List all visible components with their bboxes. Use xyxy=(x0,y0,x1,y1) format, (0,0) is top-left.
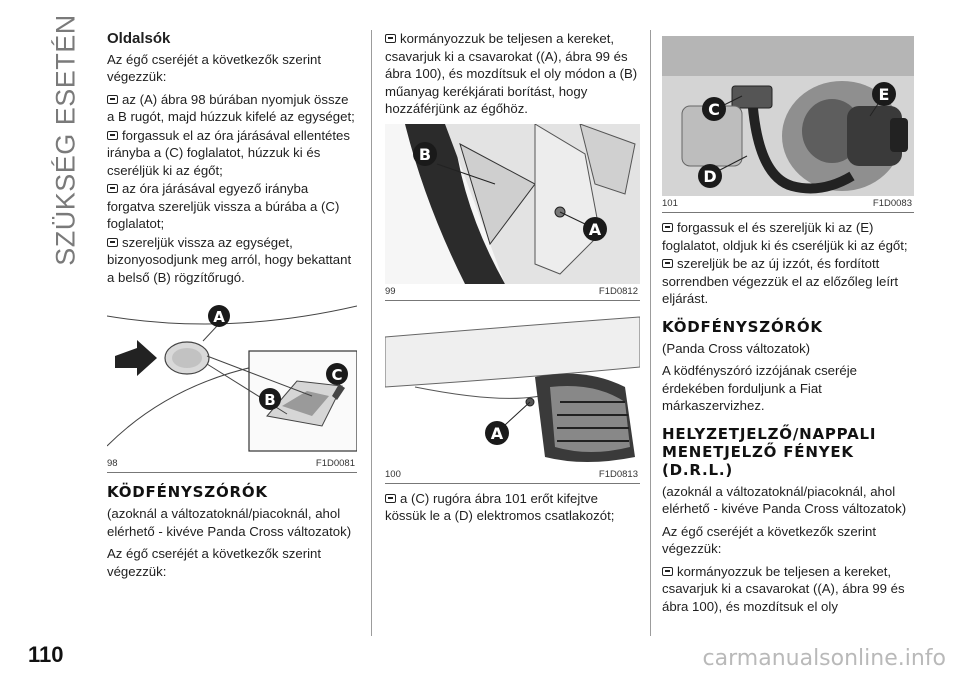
arrow-bullet-icon xyxy=(107,130,118,140)
arrow-bullet-icon xyxy=(662,566,673,576)
procedure-intro: Az égő cseréjét a következők szerint vég… xyxy=(662,523,877,557)
column-2: kormányozzuk be teljesen a kereket, csav… xyxy=(385,30,640,526)
column-1: Oldalsók Az égő cseréjét a következők sz… xyxy=(107,30,357,585)
arrow-bullet-icon xyxy=(107,237,118,247)
fog-light-connector-illustration: C E D xyxy=(662,36,914,196)
figure-caption: 100 F1D0813 xyxy=(385,467,640,483)
figure-101: C E D 101 F1D0083 xyxy=(662,36,914,213)
side-title-text: SZÜKSÉG ESETÉN xyxy=(50,14,81,266)
arrow-bullet-icon xyxy=(107,94,118,104)
list-item: forgassuk el és szereljük ki az (E) fogl… xyxy=(662,220,908,253)
wheel-arch-illustration: B A xyxy=(385,123,640,284)
arrow-bullet-icon xyxy=(385,493,396,503)
figure-number: 100 xyxy=(385,468,401,480)
list-item: szereljük vissza az egységet, bizonyosod… xyxy=(107,234,352,285)
side-section-title: SZÜKSÉG ESETÉN xyxy=(42,14,90,266)
label-b-badge xyxy=(259,388,281,410)
svg-text:C: C xyxy=(331,366,342,384)
side-light-illustration: A B C xyxy=(107,305,357,452)
arrow-bullet-icon xyxy=(107,184,118,193)
figure-number: 101 xyxy=(662,198,678,209)
svg-text:B: B xyxy=(264,391,275,409)
section-heading-drl: HELYZETJELZŐ/NAPPALI MENETJELZŐ FÉNYEK (… xyxy=(662,424,877,479)
subheading-oldalsok: Oldalsók xyxy=(107,30,171,47)
label-e-badge xyxy=(872,82,896,106)
column-divider-2 xyxy=(650,30,651,636)
label-a-badge xyxy=(485,420,509,445)
list-item: kormányozzuk be teljesen a kereket, csav… xyxy=(662,563,905,614)
figure-code: F1D0081 xyxy=(315,458,355,469)
availability-note: (azoknál a változatoknál/piacoknál, ahol… xyxy=(107,506,352,539)
dealer-note: A ködfényszóró izzójának cseréje érdekéb… xyxy=(662,363,857,413)
svg-text:A: A xyxy=(491,424,504,443)
svg-text:B: B xyxy=(419,145,431,164)
figure-code: F1D0813 xyxy=(598,468,638,480)
label-c-badge xyxy=(702,97,726,121)
svg-text:A: A xyxy=(589,220,602,239)
label-d-badge xyxy=(698,164,722,188)
svg-text:D: D xyxy=(703,167,716,186)
arrow-bullet-icon xyxy=(385,34,396,43)
figure-caption: 99 F1D0812 xyxy=(385,284,640,300)
label-b-badge xyxy=(413,141,437,166)
watermark: carmanualsonline.info xyxy=(702,646,946,671)
list-item: az óra járásával egyező irányba forgatva… xyxy=(107,181,340,231)
figure-number: 99 xyxy=(385,285,396,297)
availability-note: (azoknál a változatoknál/piacoknál, ahol… xyxy=(662,483,907,517)
figure-code: F1D0812 xyxy=(598,285,638,297)
list-item: szereljük be az új izzót, és fordított s… xyxy=(662,256,899,306)
column-3: C E D 101 F1D0083 forgassuk el és szerel… xyxy=(662,30,914,616)
figure-code: F1D0083 xyxy=(872,198,912,209)
label-c-badge xyxy=(326,363,348,385)
list-item: forgassuk el az óra járásával ellentétes… xyxy=(107,127,350,178)
label-a-badge xyxy=(583,216,607,241)
label-a-badge xyxy=(208,305,230,327)
page-number: 110 xyxy=(28,642,64,667)
list-item: kormányozzuk be teljesen a kereket, csav… xyxy=(385,31,638,116)
svg-text:C: C xyxy=(708,100,720,119)
procedure-intro: Az égő cseréjét a következők szerint vég… xyxy=(107,546,322,579)
figure-99: B A 99 F1D0812 xyxy=(385,123,640,301)
section-heading-fog-lights: KÖDFÉNYSZÓRÓK xyxy=(107,483,268,501)
figure-100: A 100 F1D0813 xyxy=(385,306,640,484)
underbody-illustration: A xyxy=(385,306,640,467)
list-item: a (C) rugóra ábra 101 erőt kifejtve köss… xyxy=(385,490,615,523)
column-divider-1 xyxy=(371,30,372,636)
figure-caption: 101 F1D0083 xyxy=(662,196,914,212)
section-heading-fog-lights-cross: KÖDFÉNYSZÓRÓK xyxy=(662,317,823,336)
svg-text:E: E xyxy=(879,85,890,104)
list-item: az (A) ábra 98 búrában nyomjuk össze a B… xyxy=(107,91,355,124)
intro-text: Az égő cseréjét a következők szerint vég… xyxy=(107,51,322,85)
svg-text:A: A xyxy=(213,308,225,326)
figure-number: 98 xyxy=(107,458,118,469)
arrow-bullet-icon xyxy=(662,223,673,232)
arrow-bullet-icon xyxy=(662,259,673,268)
figure-98: A B C 98 F1D0081 xyxy=(107,296,357,473)
variant-note: (Panda Cross változatok) xyxy=(662,340,811,356)
figure-caption: 98 F1D0081 xyxy=(107,456,357,472)
